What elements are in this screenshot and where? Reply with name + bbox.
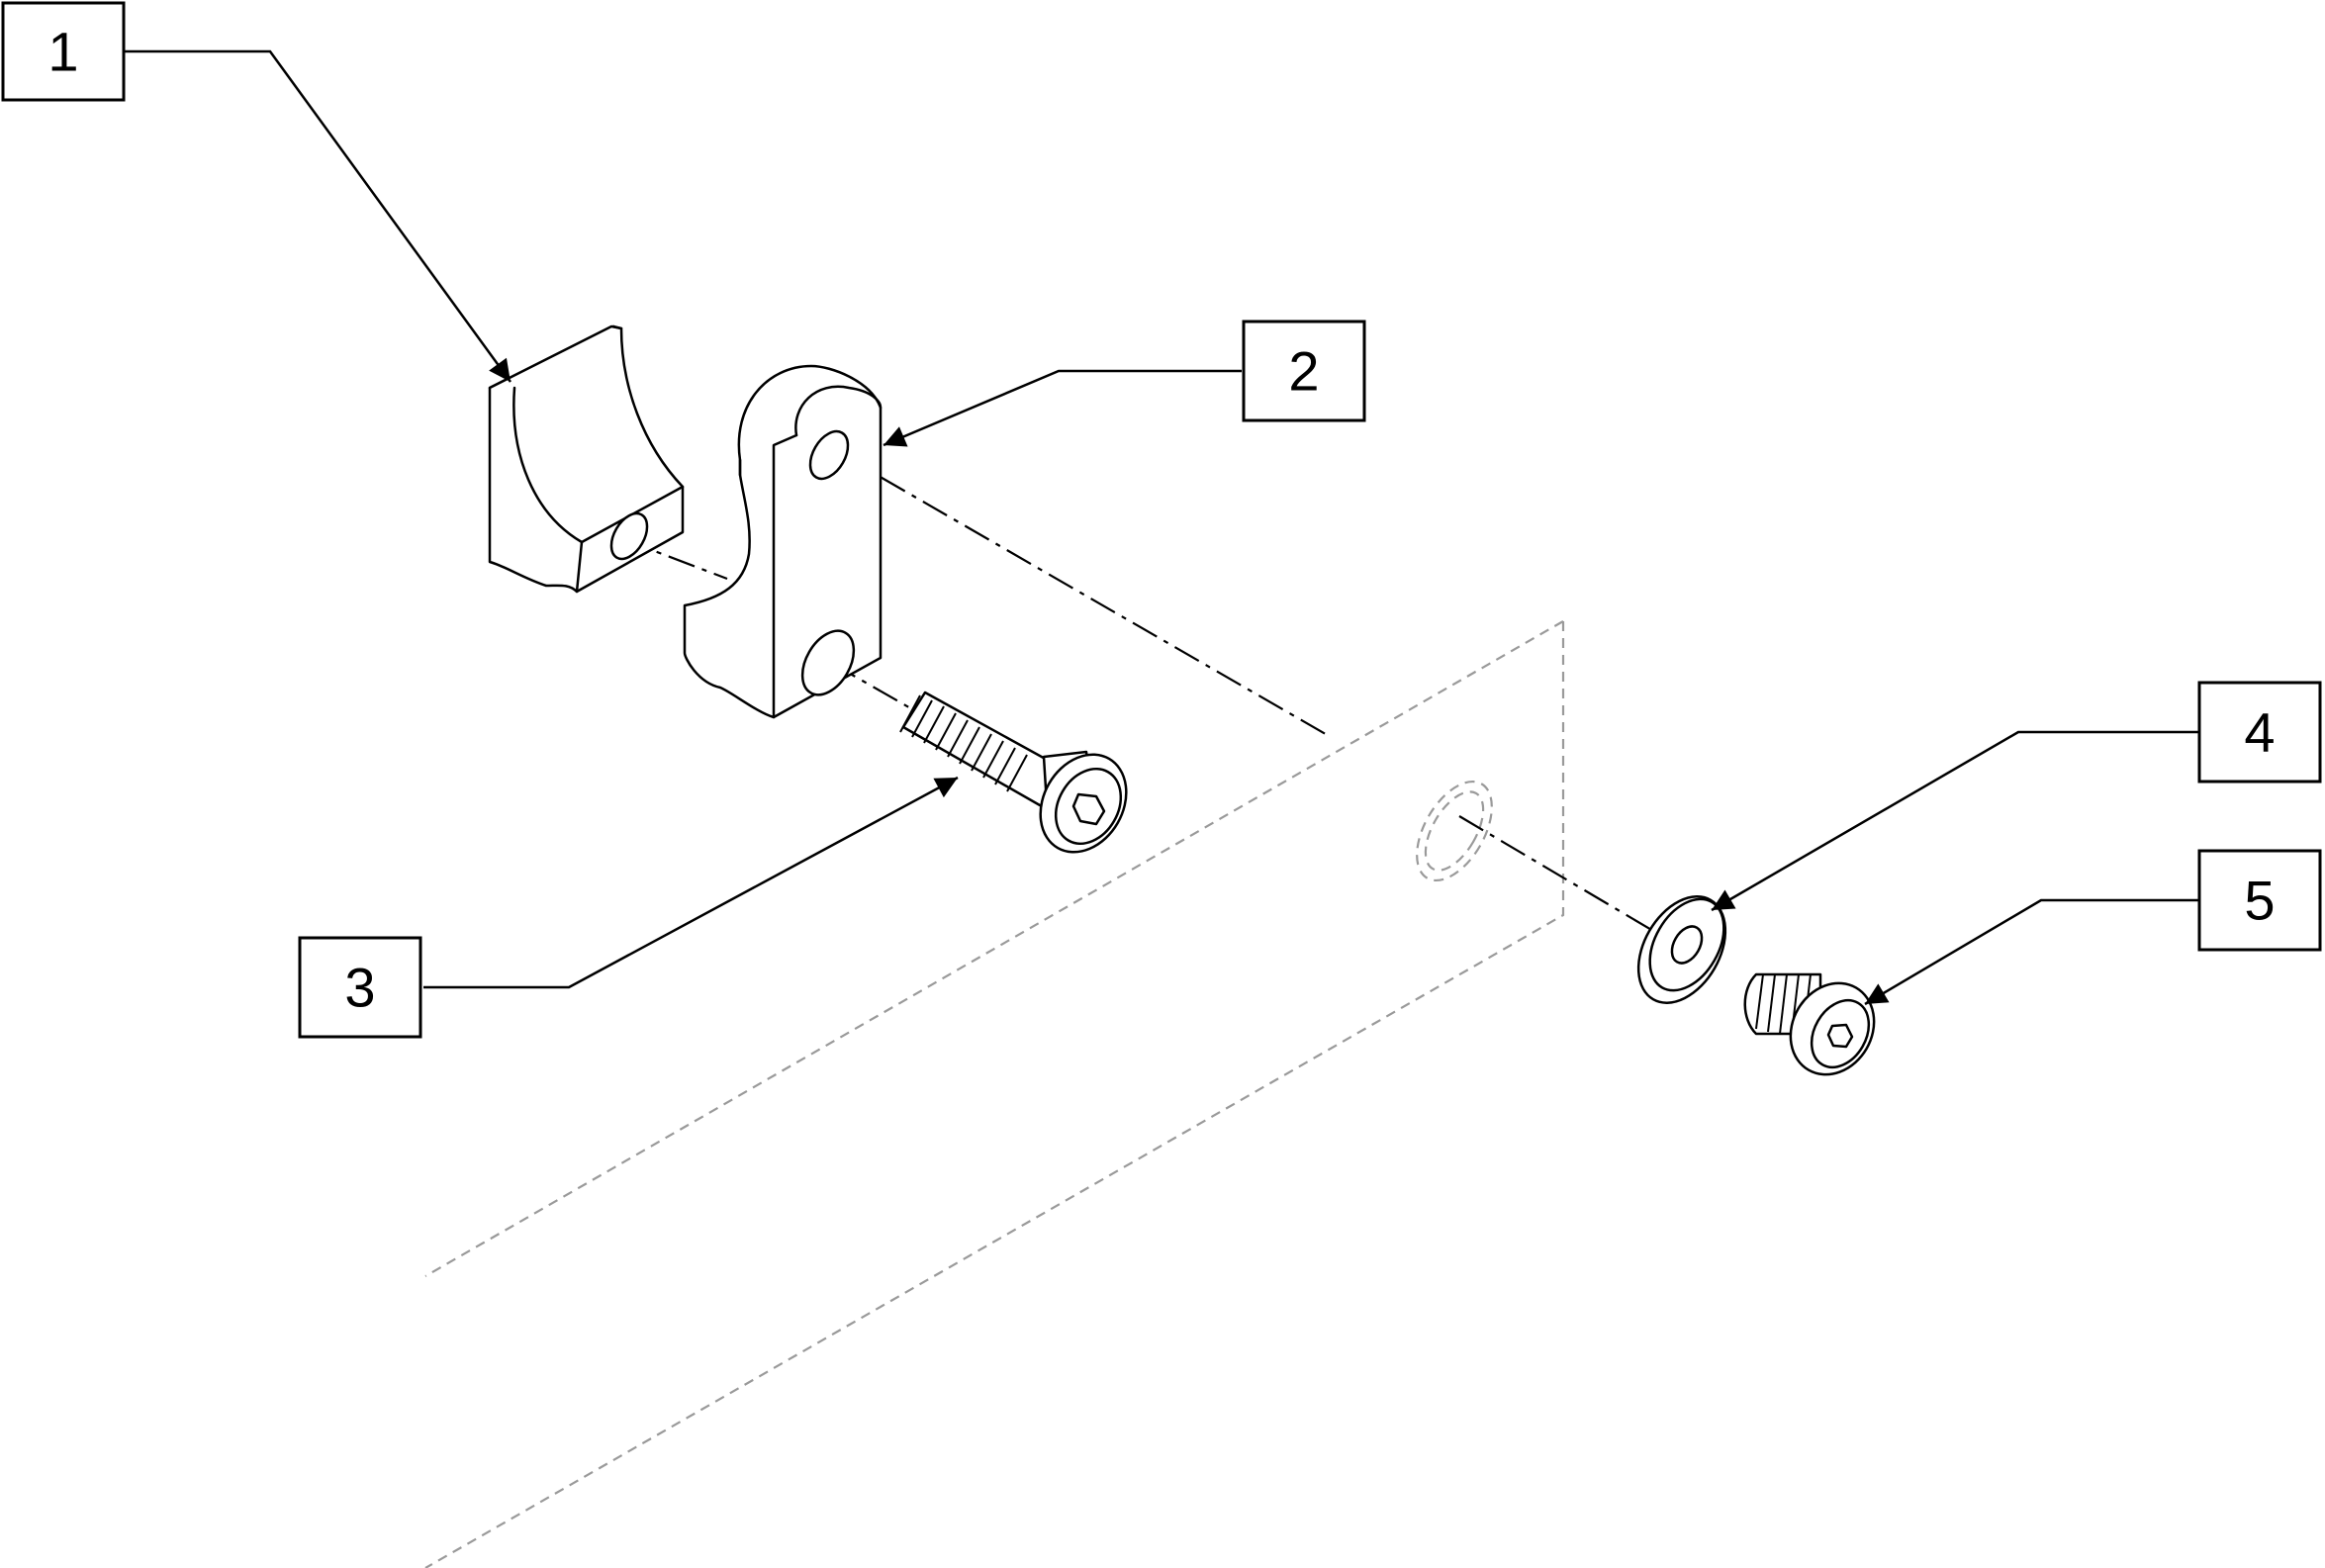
callout-4: 4 xyxy=(2197,681,2322,784)
mounting-tube-phantom xyxy=(424,620,1565,1568)
part-4-washer xyxy=(1636,895,1727,1004)
callout-2: 2 xyxy=(1242,320,1366,422)
callout-5: 5 xyxy=(2197,849,2322,952)
callout-label-4: 4 xyxy=(2244,701,2275,764)
callout-label-1: 1 xyxy=(47,21,78,83)
callout-3: 3 xyxy=(298,936,422,1039)
callout-1: 1 xyxy=(1,1,126,102)
part-1-clamp-half xyxy=(488,324,685,594)
callout-label-2: 2 xyxy=(1288,340,1319,403)
part-2-clamp-bracket xyxy=(683,364,883,719)
part-3-socket-head-cap-screw xyxy=(899,691,1128,854)
callout-label-3: 3 xyxy=(344,957,375,1019)
callout-label-5: 5 xyxy=(2244,870,2275,932)
leader-lines xyxy=(124,49,2201,1006)
part-5-button-head-screw xyxy=(1743,972,1876,1076)
